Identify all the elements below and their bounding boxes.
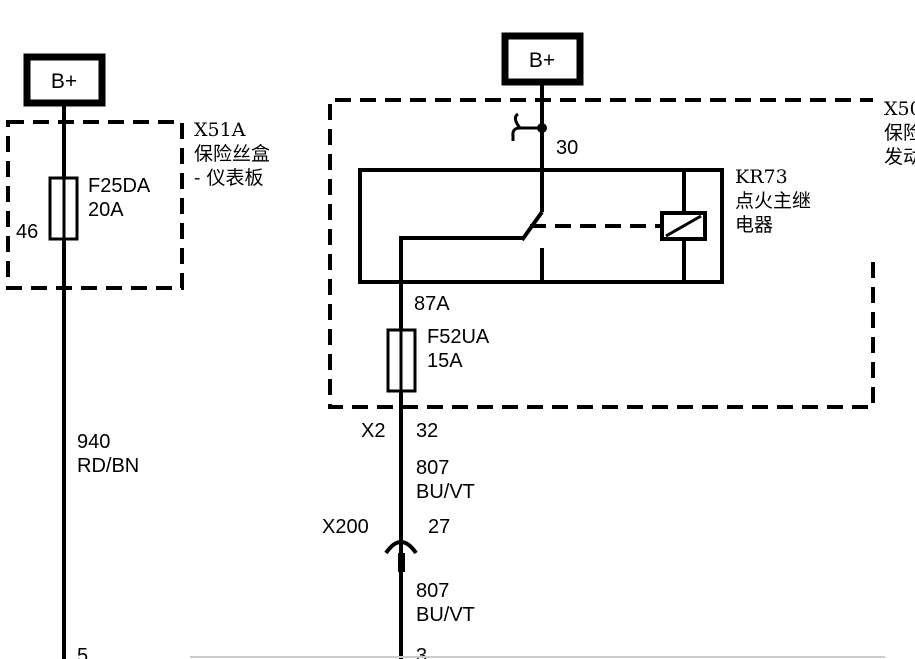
left-box-name-line2: - 仪表板 [194, 167, 263, 189]
left-bplus-terminal[interactable]: B+ [23, 53, 106, 107]
right-circuit: B+ X50 保险 发动 30 KR73 点火主继 电器 87A F [322, 32, 915, 659]
output-connector: X2 [361, 420, 385, 442]
left-connector-label: X51A [194, 119, 246, 141]
relay-desc-line1: 点火主继 [735, 190, 811, 212]
left-fuse-rating: 20A [88, 199, 124, 221]
right-bottom-pin: 3 [416, 645, 427, 659]
wire1-number: 807 [416, 457, 449, 479]
left-bottom-pin: 5 [77, 645, 88, 659]
left-wire-color: RD/BN [77, 455, 139, 477]
wire2-number: 807 [416, 580, 449, 602]
right-bplus-label: B+ [529, 49, 555, 72]
left-fuse-name: F25DA [88, 175, 151, 197]
left-box-name-line1: 保险丝盒 [194, 143, 270, 165]
right-connector-label-cut: X50 [884, 98, 915, 120]
relay-pin-input: 30 [556, 137, 578, 159]
relay-name: KR73 [735, 166, 788, 188]
output-pin: 32 [416, 420, 438, 442]
left-fuse-pin: 46 [16, 221, 38, 243]
right-bplus-terminal[interactable]: B+ [501, 32, 584, 86]
relay-desc-line2: 电器 [735, 214, 773, 236]
right-fuse-rating: 15A [427, 350, 463, 372]
left-wire-number: 940 [77, 431, 110, 453]
relay-output-wire[interactable] [399, 236, 522, 659]
right-fuse-name: F52UA [427, 326, 490, 348]
inline-connector-pin: 27 [428, 516, 450, 538]
wire1-color: BU/VT [416, 481, 475, 503]
left-bplus-label: B+ [51, 70, 77, 93]
relay-pin-output: 87A [414, 293, 450, 315]
right-box-name-cut1: 保险 [884, 122, 915, 144]
right-fuse-box-outline [328, 98, 875, 409]
inline-connector-label: X200 [322, 516, 369, 538]
right-box-name-cut2: 发动 [884, 146, 915, 168]
left-fuse-box-outline [6, 120, 184, 290]
inline-connector-symbol[interactable] [384, 540, 418, 555]
wire2-color: BU/VT [416, 604, 475, 626]
left-circuit: B+ X51A 保险丝盒 - 仪表板 F25DA 20A 46 940 RD/B… [6, 53, 270, 659]
